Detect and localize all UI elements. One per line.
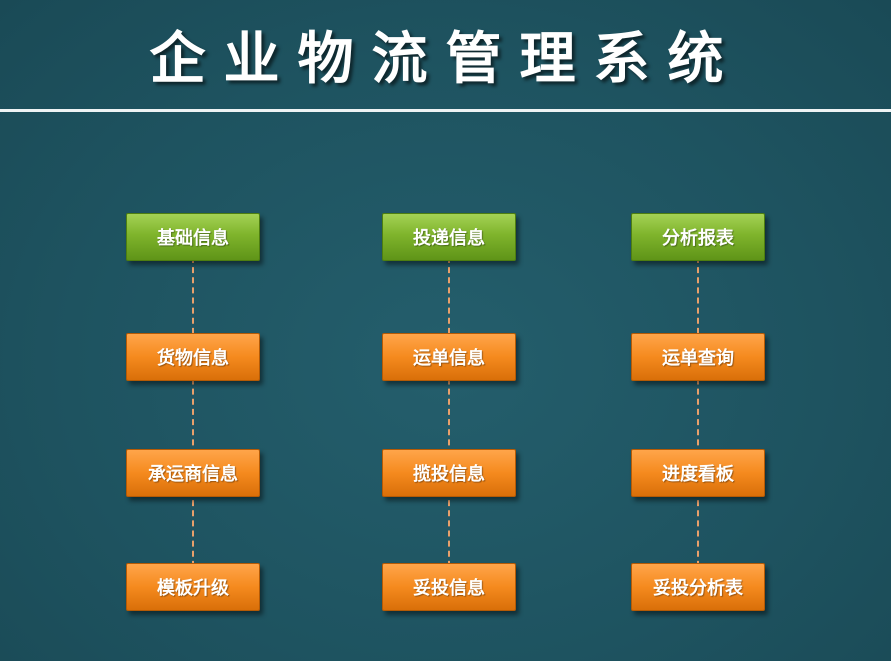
module-item-pickup-delivery-info[interactable]: 揽投信息 bbox=[382, 449, 516, 497]
connector-line bbox=[697, 257, 699, 577]
module-header-delivery-info[interactable]: 投递信息 bbox=[382, 213, 516, 261]
module-item-delivered-info[interactable]: 妥投信息 bbox=[382, 563, 516, 611]
module-header-basic-info[interactable]: 基础信息 bbox=[126, 213, 260, 261]
module-item-carrier-info[interactable]: 承运商信息 bbox=[126, 449, 260, 497]
module-header-analysis-reports[interactable]: 分析报表 bbox=[631, 213, 765, 261]
module-item-template-upgrade[interactable]: 模板升级 bbox=[126, 563, 260, 611]
column-analysis-reports: 分析报表 运单查询 进度看板 妥投分析表 bbox=[631, 213, 765, 613]
module-item-waybill-query[interactable]: 运单查询 bbox=[631, 333, 765, 381]
connector-line bbox=[192, 257, 194, 577]
column-delivery-info: 投递信息 运单信息 揽投信息 妥投信息 bbox=[382, 213, 516, 613]
module-item-goods-info[interactable]: 货物信息 bbox=[126, 333, 260, 381]
module-item-delivery-analysis-table[interactable]: 妥投分析表 bbox=[631, 563, 765, 611]
connector-line bbox=[448, 257, 450, 577]
module-item-progress-board[interactable]: 进度看板 bbox=[631, 449, 765, 497]
column-basic-info: 基础信息 货物信息 承运商信息 模板升级 bbox=[126, 213, 260, 613]
page-title: 企业物流管理系统 bbox=[149, 26, 742, 92]
title-divider bbox=[0, 109, 891, 112]
module-item-waybill-info[interactable]: 运单信息 bbox=[382, 333, 516, 381]
